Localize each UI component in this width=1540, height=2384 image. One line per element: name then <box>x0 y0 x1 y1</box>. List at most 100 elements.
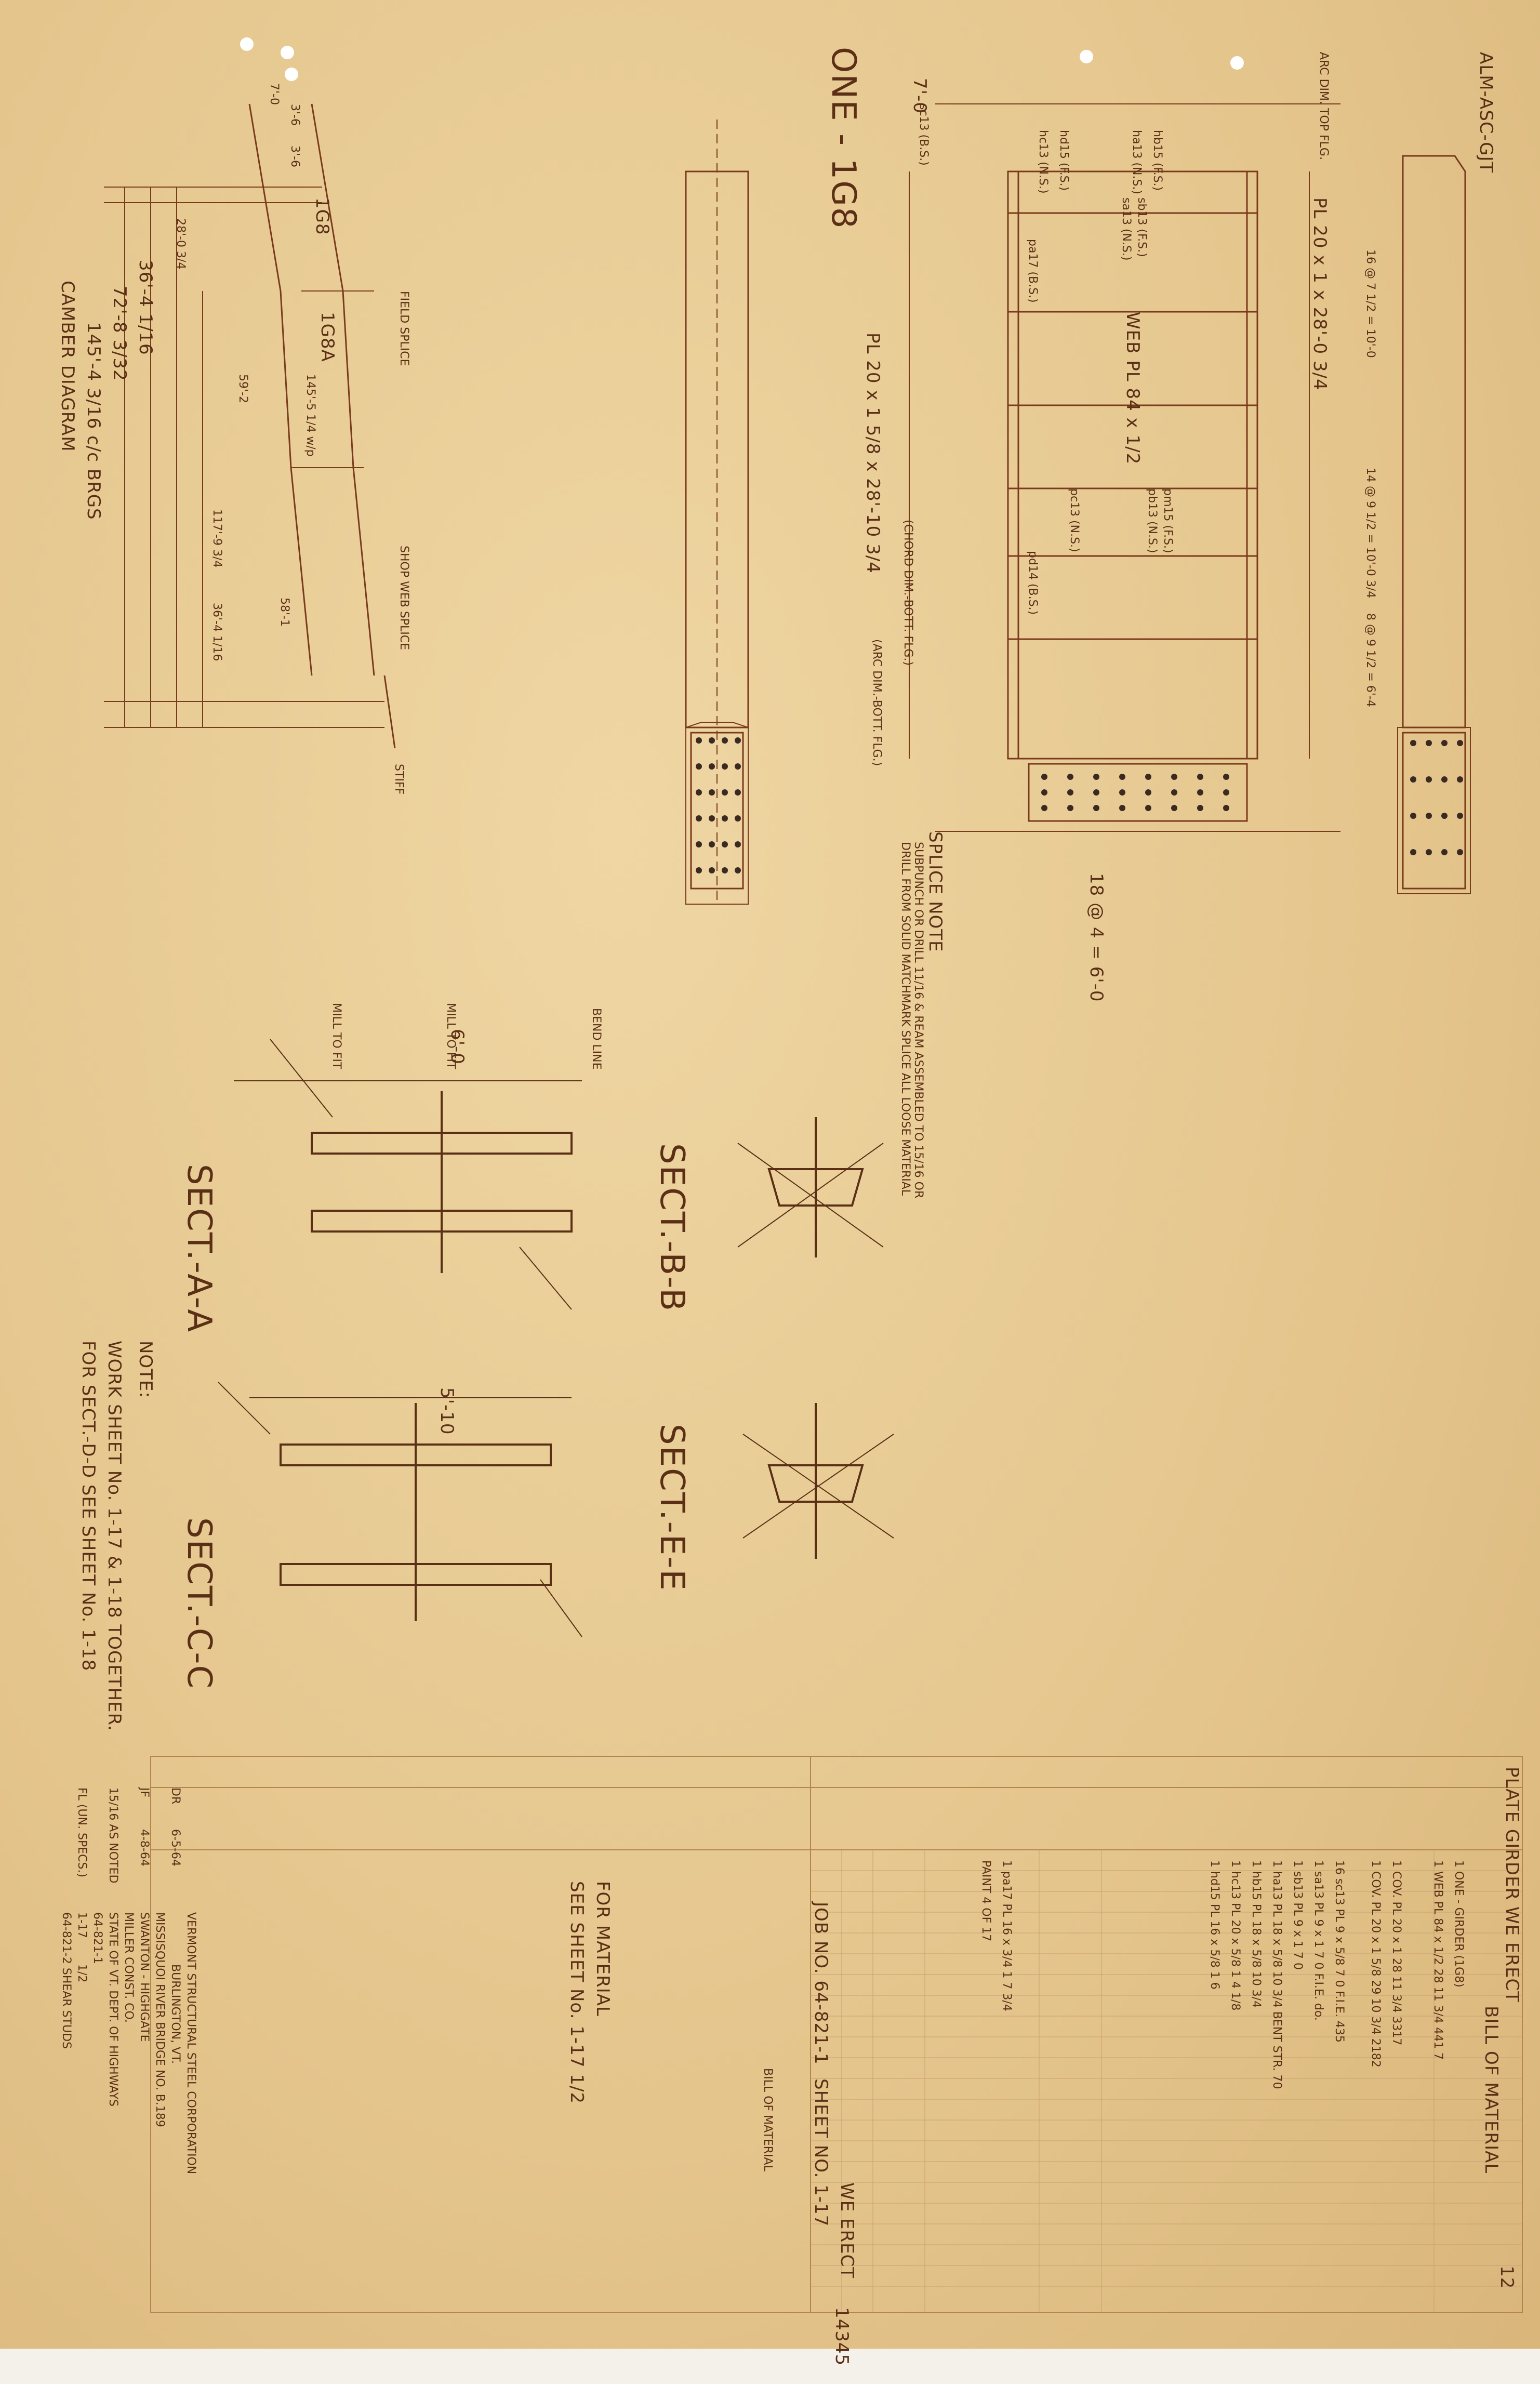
related-drawings: 64-821-2 SHEAR STUDS <box>60 1912 73 2049</box>
sheet-number-sub: 1/2 <box>75 1964 88 1983</box>
bom-erect: WE ERECT <box>837 2182 857 2279</box>
bom-sheet: SHEET NO. 1-17 <box>811 2078 831 2227</box>
camber-dim: 58'-1 <box>278 598 291 627</box>
camber-dim: 36'-4 1/16 <box>210 603 223 661</box>
sheet-badge: 12 <box>1496 2266 1517 2289</box>
holes-spec: 15/16 AS NOTED <box>107 1787 120 1884</box>
spacing-dim: 16 @ 7 1/2 = 10'-0 <box>1364 249 1377 358</box>
camber-girder-bottom <box>311 103 375 676</box>
punch-hole <box>240 37 254 51</box>
stiff-label: STIFF <box>392 764 405 795</box>
stiffener-label: hb15 (F.S.) <box>1151 130 1164 191</box>
bom-row: 1 hc13 PL 20 x 5/8 1 4 1/8 <box>1229 1860 1242 2011</box>
spacing-dim: 18 @ 4 = 6'-0 <box>1086 873 1107 1002</box>
bom-continuation: FOR MATERIAL <box>592 1881 613 2017</box>
checked-by: DR <box>169 1787 182 1805</box>
bom-grid <box>150 1756 1523 2313</box>
splice-bolt-pattern <box>690 732 1466 890</box>
section-b-title: SECT.-B-B <box>653 1143 691 1313</box>
bom-heading-right: PLATE GIRDER WE ERECT <box>1502 1767 1522 2003</box>
note-title: NOTE: <box>135 1341 156 1398</box>
revision-date: 6-5-64 <box>169 1829 182 1866</box>
note-line: WORK SHEET No. 1-17 & 1-18 TOGETHER. <box>104 1341 125 1731</box>
mill-to-fit: MILL TO FIT <box>330 1003 343 1069</box>
bom-row: 1 COV. PL 20 x 1 5/8 29 10 3/4 2182 <box>1369 1860 1382 2068</box>
bom-job: JOB NO. 64-821-1 <box>811 1902 831 2065</box>
bolts-spec: FL (UN. SPECS.) <box>75 1787 88 1878</box>
camber-girder-top <box>248 103 313 676</box>
stiffener-label: pb13 (N.S.) <box>1146 488 1159 553</box>
stiffener-label: hc13 (N.S.) <box>1037 130 1050 194</box>
girder-mark: ONE - 1G8 <box>824 47 862 230</box>
bom-row: 1 ONE - GIRDER (1G8) <box>1452 1860 1465 1988</box>
customer: MILLER CONST. CO. <box>122 1912 135 2023</box>
bom-row: 1 COV. PL 20 x 1 28 11 3/4 3317 <box>1390 1860 1403 2046</box>
chord-note: (CHORD DIM.-BOTT. FLG.) <box>901 520 914 666</box>
arc-top-note: ARC DIM. TOP FLG. <box>1317 52 1330 160</box>
note-line: FOR SECT.-D-D SEE SHEET No. 1-18 <box>78 1341 99 1672</box>
stiffener-label: sb13 (F.S.) <box>1135 197 1148 257</box>
section-a-a <box>234 1039 582 1310</box>
stiffener-label: hd15 (F.S.) <box>1057 130 1070 191</box>
bom-row: 1 WEB PL 84 x 1/2 28 11 3/4 441 7 <box>1431 1860 1444 2060</box>
section-c-title: SECT.-C-C <box>180 1517 218 1690</box>
camber-half: 36'-4 1/16 <box>135 260 156 355</box>
bom-continuation: SEE SHEET No. 1-17 1/2 <box>566 1881 587 2104</box>
bom-total: 14345 <box>831 2307 852 2366</box>
top-flange: PL 20 x 1 x 28'-0 3/4 <box>1309 197 1330 391</box>
section-c-c <box>218 1382 582 1637</box>
camber-mark: 1G8A <box>317 312 338 362</box>
section-b-b <box>737 1117 884 1257</box>
bom-row: 1 hb15 PL 18 x 5/8 10 3/4 <box>1250 1860 1263 2008</box>
bend-line: BEND LINE <box>590 1008 603 1070</box>
bom-row: 1 sb13 PL 9 x 1 7 0 <box>1291 1860 1304 1970</box>
section-e-title: SECT.-E-E <box>653 1424 691 1592</box>
stiffener-label: pa17 (B.S.) <box>1026 239 1039 303</box>
section-dim: 6'-0 <box>447 1029 468 1065</box>
punch-hole <box>281 46 294 59</box>
job-number: 64-821-1 <box>91 1912 104 1964</box>
bom-row: 16 sc13 PL 9 x 5/8 7 0 F.I.E. 435 <box>1333 1860 1346 2043</box>
bom-row: PAINT 4 OF 17 <box>979 1860 992 1942</box>
sheet-number: 1-17 <box>75 1912 88 1938</box>
splice-note-title: SPLICE NOTE <box>925 831 946 952</box>
camber-dim: 117'-9 3/4 <box>210 509 223 568</box>
camber-span: 72'-8 3/32 <box>109 286 130 381</box>
punch-hole <box>1080 50 1093 63</box>
camber-dim: 59'-2 <box>236 374 249 403</box>
bom-row: 1 pa17 PL 16 x 3/4 1 7 3/4 <box>1000 1860 1013 2011</box>
drawing-number: ALM-ASC-GJT <box>1476 52 1496 174</box>
camber-dim: 145'-5 1/4 w/p <box>304 374 317 457</box>
bom-title: BILL OF MATERIAL <box>1481 2006 1502 2174</box>
project: MISSISQUOI RIVER BRIDGE NO. B.189 <box>153 1912 166 2127</box>
stiffener-label: pm15 (F.S.) <box>1161 488 1174 553</box>
camber-overall: 145'-4 3/16 c/c BRGS <box>83 322 104 520</box>
bottom-flange: PL 20 x 1 5/8 x 28'-10 3/4 <box>862 333 883 574</box>
camber-mark: 1G8 <box>312 197 333 235</box>
bom-row: 1 sa13 PL 9 x 1 7 0 F.I.E. do. <box>1312 1860 1325 2021</box>
stiffener-label: pc13 (N.S.) <box>1068 488 1081 552</box>
bom-row: 1 hd15 PL 16 x 5/8 1 6 <box>1208 1860 1221 1990</box>
camber-diagram-title: CAMBER DIAGRAM <box>57 281 78 452</box>
punch-hole <box>285 68 298 81</box>
web-plate: WEB PL 84 x 1/2 <box>1122 312 1143 465</box>
arc-note: (ARC DIM.-BOTT. FLG.) <box>870 639 883 766</box>
punch-hole <box>1230 56 1244 70</box>
shop-web-splice-label: SHOP WEB SPLICE <box>397 546 410 651</box>
scan-margin <box>0 2349 1540 2384</box>
spacing-dim: 14 @ 9 1/2 = 10'-0 3/4 <box>1364 468 1377 599</box>
section-e-e <box>742 1403 894 1559</box>
bom-title-left: BILL OF MATERIAL <box>761 2068 774 2171</box>
camber-dim: 3'-6 <box>288 145 301 167</box>
stiffener-label: sa13 (N.S.) <box>1120 197 1133 261</box>
drawn-by: JF <box>138 1787 151 1798</box>
field-splice-label: FIELD SPLICE <box>397 291 410 366</box>
splice-note-text: SUBPUNCH OR DRILL 11/16 & REAM ASSEMBLED… <box>899 842 925 1199</box>
stiffener-label: pd14 (B.S.) <box>1026 551 1039 615</box>
stiffener-label: ha13 (N.S.) <box>1130 130 1143 194</box>
bom-row: 1 ha13 PL 18 x 5/8 10 3/4 BENT STR. 70 <box>1270 1860 1283 2089</box>
architect: STATE OF VT. DEPT. OF HIGHWAYS <box>107 1912 120 2107</box>
drawn-date: 4-8-64 <box>138 1829 151 1866</box>
